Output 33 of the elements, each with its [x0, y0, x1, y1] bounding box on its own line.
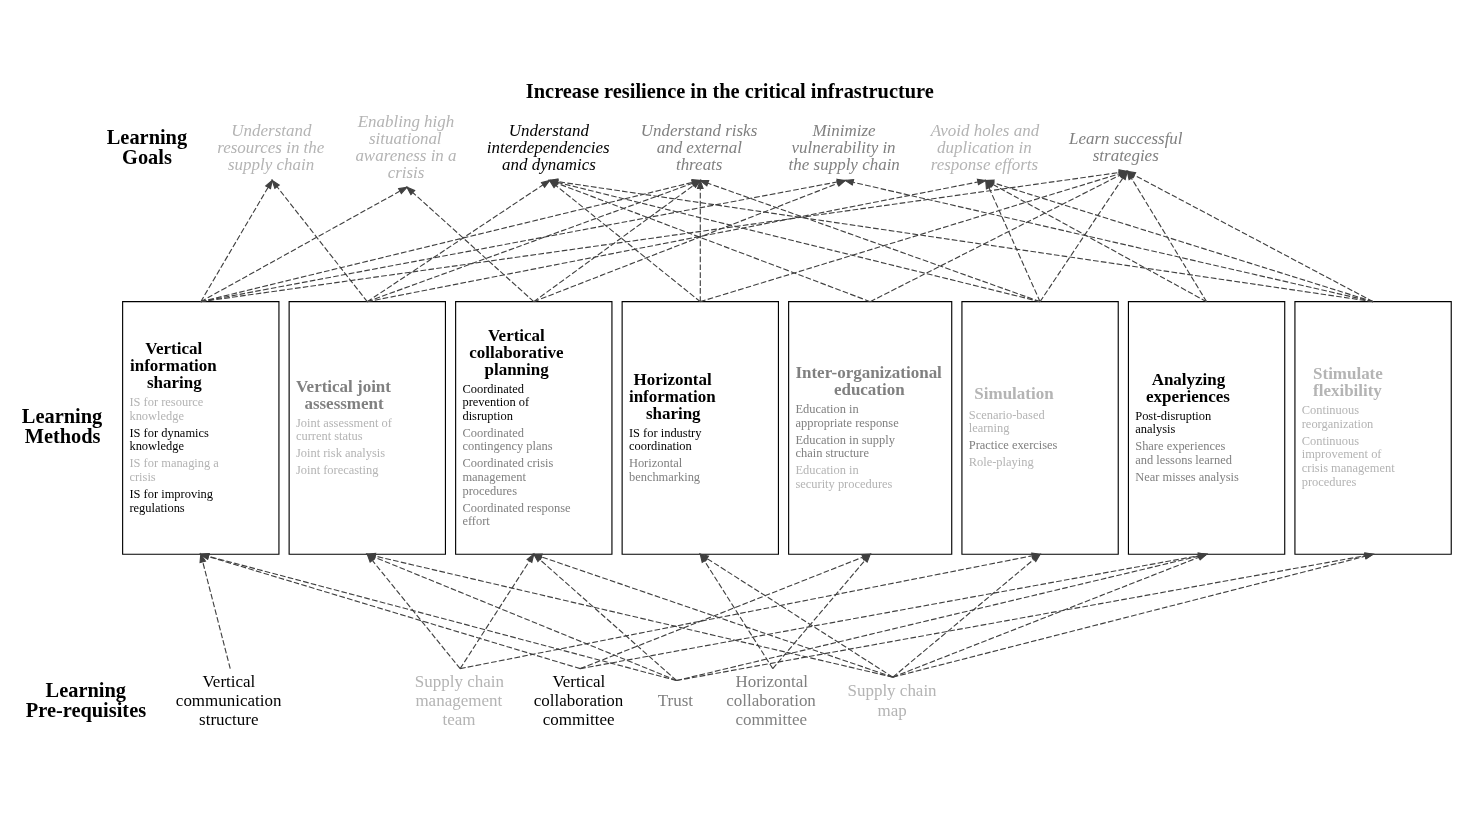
arrow — [366, 179, 552, 303]
node-text: Learn successful strategies — [1068, 129, 1183, 166]
node-text: Avoid holes and duplication in response efforts — [930, 120, 1040, 174]
node-text: Understand interdependencies and dynamics — [486, 120, 610, 174]
node-text: Supply chain management team — [414, 671, 504, 730]
label: Learning Pre-requisites — [25, 678, 147, 722]
node-box: Horizontal information sharing IS for industry coordination Horizontal benchmarking — [621, 301, 779, 555]
node-text: Vertical communication structure — [175, 671, 282, 730]
node-text: Understand risks and external threats — [640, 120, 758, 174]
arrow — [696, 178, 704, 303]
node-text: Supply chain map — [847, 681, 937, 720]
node-box: Simulation Scenario-based learning Practice exercises Role-playing — [961, 301, 1119, 555]
node-text: Trust — [657, 691, 694, 711]
arrow — [459, 552, 535, 670]
node-box: Vertical information sharing IS for resource knowledge IS for dynamics knowledge IS for managing a crisis IS for improving regulations — [122, 301, 280, 555]
node-text: Understand resources in the supply chain — [217, 120, 325, 174]
diagram-title: Increase resilience in the critical infrastructure — [525, 80, 934, 103]
node-box: Vertical collaborative planning Coordinated prevention of disruption Coordinated contingency plans Coordinated crisis management procedures Coordinated response effort — [455, 301, 613, 555]
node-text: Enabling high situational awareness in a crisis — [355, 112, 457, 183]
node-box: Inter-organizational education Education in appropriate response Education in supply chain structure Education in security procedures — [788, 301, 953, 555]
node-text: Vertical collaboration committee — [533, 671, 624, 730]
node-box: Analyzing experiences Post-disruption analysis Share experiences and lessons learned Near misses analysis — [1127, 301, 1286, 555]
arrow — [405, 186, 535, 303]
label: Learning Goals — [106, 125, 188, 168]
node-box: Vertical joint assessment Joint assessment of current status Joint risk analysis Joint forecasting — [288, 301, 446, 555]
node-text: Minimize vulnerability in the supply chain — [788, 120, 900, 174]
arrow — [200, 179, 273, 303]
node-text: Horizontal collaboration committee — [726, 671, 816, 730]
arrow — [271, 179, 368, 303]
node-box: Stimulate flexibility Continuous reorganization Continuous improvement of crisis management procedures — [1294, 301, 1452, 555]
arrow — [200, 186, 409, 303]
arrow — [532, 553, 678, 682]
label: Learning Methods — [21, 404, 103, 448]
